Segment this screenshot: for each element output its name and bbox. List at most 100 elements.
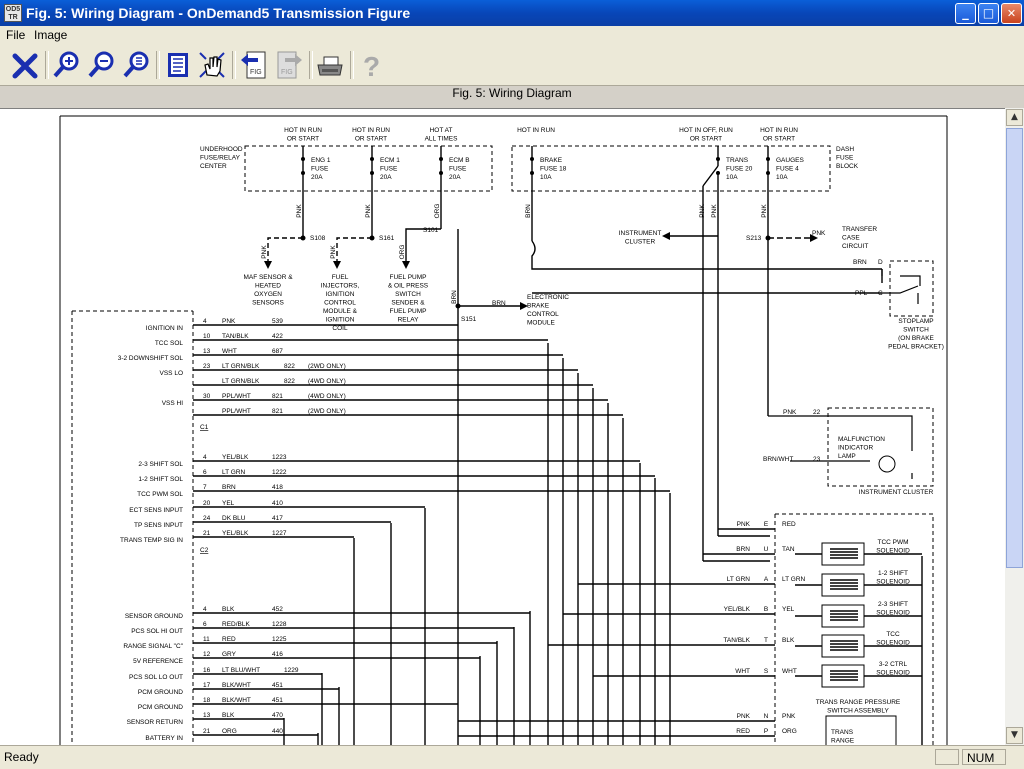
page-view-button[interactable] <box>162 49 194 81</box>
pcm-wire-color: LT BLU/WHT <box>222 667 260 674</box>
splice-label: S213 <box>746 235 762 242</box>
prev-figure-button[interactable]: FIG <box>238 49 270 81</box>
underhood-label: UNDERHOOD <box>200 146 243 153</box>
fuel-pump-label: FUEL PUMP <box>390 274 427 281</box>
fuse-label: GAUGES <box>776 157 804 164</box>
pcm-pin-number: 4 <box>203 318 207 325</box>
maximize-button[interactable]: □ <box>978 3 999 24</box>
pcm-pin-number: 20 <box>203 500 211 507</box>
pan-hand-icon <box>199 52 225 78</box>
stoplamp-switch-label: STOPLAMP <box>898 318 933 325</box>
fuel-injectors-label: IGNITION <box>326 291 355 298</box>
maf-sensor-label: SENSORS <box>252 300 284 307</box>
fuse-symbols <box>300 157 771 309</box>
close-button[interactable]: ✕ <box>1001 3 1022 24</box>
solenoid-label: SOLENOID <box>876 670 910 677</box>
pcm-pin-label: SENSOR GROUND <box>125 613 183 620</box>
wiring-diagram: UNDERHOODFUSE/RELAYCENTERDASHFUSEBLOCKHO… <box>59 115 948 746</box>
pcm-pin-number: 18 <box>203 697 211 704</box>
zoom-in-button[interactable] <box>50 49 82 81</box>
pcm-wire-color: GRY <box>222 651 237 658</box>
pcm-pin-number: 16 <box>203 667 211 674</box>
trans-pin-letter: B <box>764 606 768 613</box>
pcm-pin-number: 13 <box>203 348 211 355</box>
pan-button[interactable] <box>196 49 228 81</box>
help-icon: ? <box>363 51 380 82</box>
print-button[interactable] <box>314 49 346 81</box>
pcm-wire-note: (2WD ONLY) <box>308 363 346 370</box>
pcm-wire-color: YEL/BLK <box>222 454 249 461</box>
mil-wire-label: BRN/WHT <box>763 456 793 463</box>
pcm-box <box>71 310 194 746</box>
trans-wire-color: LT GRN <box>727 576 751 583</box>
num-lock-indicator: NUM <box>962 749 1006 765</box>
menu-file[interactable]: File <box>6 28 26 42</box>
maf-sensor-label: OXYGEN <box>254 291 282 298</box>
connector-c2-label: C2 <box>200 547 209 554</box>
maf-sensor-label: HEATED <box>255 283 281 290</box>
pcm-pin-number: 21 <box>203 530 211 537</box>
wire-color-label: BRN <box>525 204 532 218</box>
hot-label: HOT IN RUN <box>517 127 555 134</box>
fuse-label: 10A <box>540 174 552 181</box>
vertical-scrollbar[interactable]: ▲ ▼ <box>1005 108 1024 745</box>
wire-color-label: PNK <box>296 204 303 218</box>
solenoid-label: SOLENOID <box>876 640 910 647</box>
pcm-wire-color: YEL <box>222 500 235 507</box>
page-view-icon <box>168 53 188 77</box>
hot-label: HOT IN OFF, RUN <box>679 127 733 134</box>
fuel-pump-label: SWITCH <box>395 291 421 298</box>
instrument-cluster-box <box>827 407 934 487</box>
pcm-pin-number: 4 <box>203 606 207 613</box>
pcm-circuit-number: 470 <box>272 712 283 719</box>
scroll-down-button[interactable]: ▼ <box>1006 727 1023 744</box>
fuel-injectors-label: IGNITION <box>326 317 355 324</box>
status-text: Ready <box>4 750 39 764</box>
menu-image[interactable]: Image <box>34 28 68 42</box>
prev-figure-icon: FIG <box>241 51 266 79</box>
fuse-label: FUSE <box>449 166 467 173</box>
wire-color-label: PNK <box>761 204 768 218</box>
pcm-wire-color: WHT <box>222 348 237 355</box>
mil-wire-label: PNK <box>783 409 797 416</box>
toolbar-separator <box>45 51 49 79</box>
solenoid-icon <box>821 634 865 658</box>
fuse-label: FUSE <box>380 166 398 173</box>
harness-wires <box>283 343 770 746</box>
trans-wire-color: BRN <box>736 546 750 553</box>
pcm-wire-color: PPL/WHT <box>222 408 251 415</box>
hot-label: OR START <box>287 136 319 143</box>
fuel-injectors-label: INJECTORS, <box>321 283 360 290</box>
close-figure-button[interactable] <box>9 49 41 81</box>
instrument-cluster-dest-label: INSTRUMENT <box>619 230 662 237</box>
pcm-pin-number: 6 <box>203 469 207 476</box>
scroll-thumb[interactable] <box>1006 128 1023 568</box>
zoom-out-button[interactable] <box>85 49 117 81</box>
help-button[interactable]: ? <box>355 49 387 82</box>
trans-pin-letter: T <box>764 637 768 644</box>
pcm-wire-color: BLK <box>222 712 235 719</box>
fuse-label: 10A <box>726 174 738 181</box>
fuse-label: 20A <box>449 174 461 181</box>
next-figure-button[interactable]: FIG <box>273 49 305 81</box>
trans-wire-color: TAN/BLK <box>723 637 750 644</box>
solenoid-label: SOLENOID <box>876 579 910 586</box>
pcm-pin-label: TCC PWM SOL <box>137 491 183 498</box>
figure-title: Fig. 5: Wiring Diagram <box>452 86 572 100</box>
scroll-up-button[interactable]: ▲ <box>1006 109 1023 126</box>
trans-range-inner-label: RANGE <box>831 738 855 745</box>
zoom-fit-button[interactable] <box>120 49 152 81</box>
title-bar[interactable]: OD5 TR Fig. 5: Wiring Diagram - OnDemand… <box>0 0 1024 26</box>
trans-pin-color: WHT <box>782 668 797 675</box>
status-bar: Ready NUM <box>0 745 1024 769</box>
mil-pin-label: 22 <box>813 409 821 416</box>
branch-wire-label: PNK <box>812 230 826 237</box>
minimize-button[interactable]: _ <box>955 3 976 24</box>
dash-fuse-block-label: FUSE <box>836 155 854 162</box>
stoplamp-switch-label: PEDAL BRACKET) <box>888 344 944 351</box>
app-icon[interactable]: OD5 TR <box>4 4 22 22</box>
pcm-pin-number: 30 <box>203 393 211 400</box>
wire-color-label: PNK <box>699 204 706 218</box>
ebcm-label: ELECTRONIC <box>527 294 569 301</box>
